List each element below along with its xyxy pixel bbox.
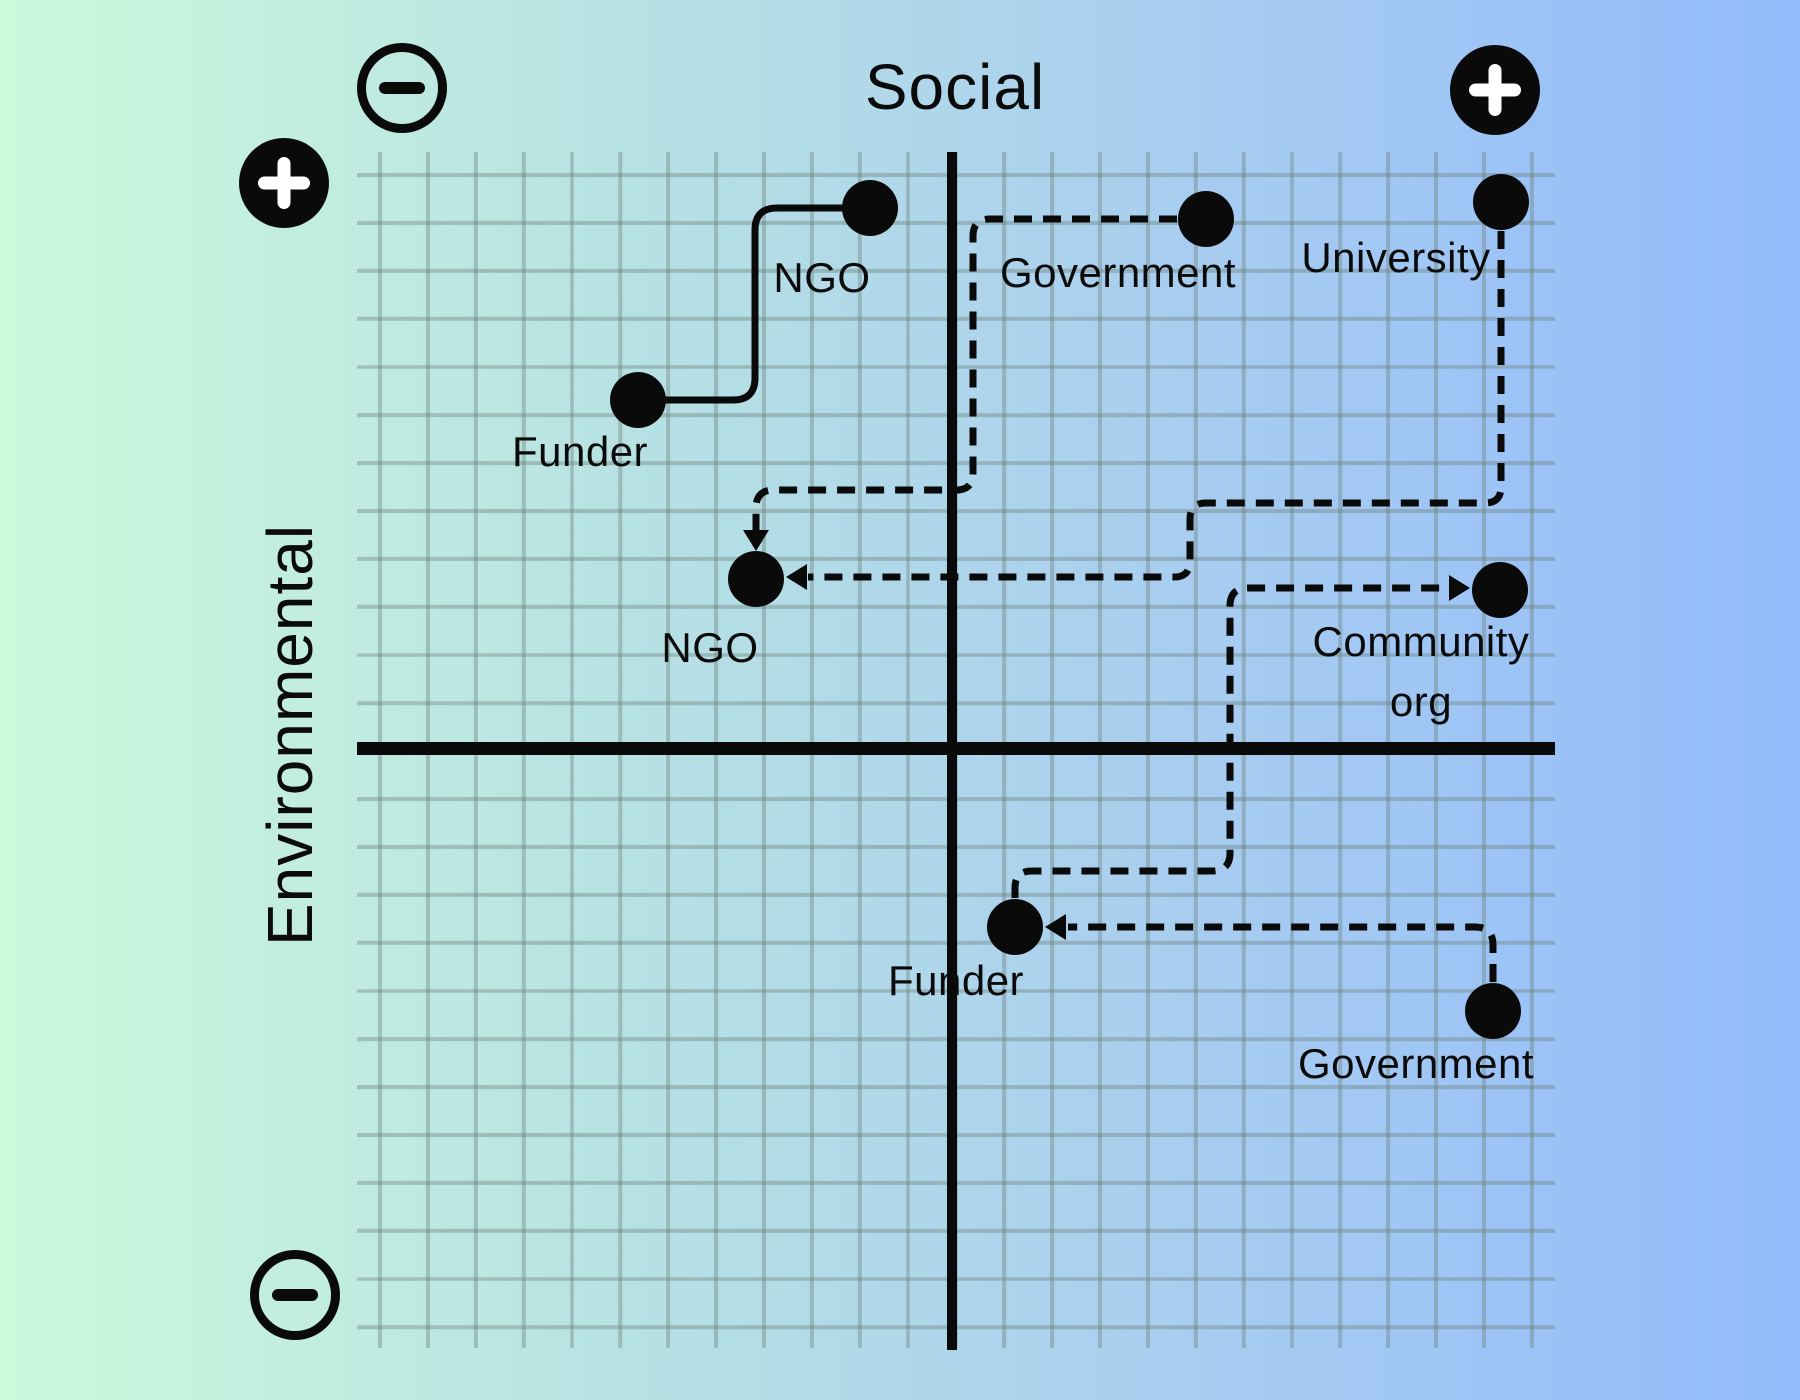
node-dot-funder-top[interactable]	[610, 372, 666, 428]
edge-funder-top-to-ngo-top	[638, 204, 843, 404]
edge-government-bottom-to-funder-bottom	[1068, 923, 1497, 982]
arrowhead-into-ngo-bottom	[786, 564, 807, 590]
node-dot-community-org[interactable]	[1472, 562, 1528, 618]
environmental-positive-plus-icon	[239, 138, 329, 228]
node-label-funder-bottom: Funder	[887, 957, 1025, 1004]
node-label-government-top: Government	[999, 249, 1237, 296]
arrowhead-into-ngo-bottom	[743, 530, 769, 551]
horizontal-axis-line	[357, 742, 1555, 755]
social-positive-plus-icon	[1450, 45, 1540, 135]
node-dot-university[interactable]	[1473, 174, 1529, 230]
edge-funder-bottom-to-community-org	[1011, 584, 1450, 898]
edge-university-to-ngo-bottom	[808, 231, 1505, 581]
social-negative-minus-icon	[357, 43, 447, 133]
node-label-ngo-bottom: NGO	[661, 624, 759, 671]
node-dot-funder-bottom[interactable]	[987, 899, 1043, 955]
social-axis-title: Social	[864, 51, 1046, 123]
environmental-negative-minus-icon	[250, 1250, 340, 1340]
arrowhead-into-community-org	[1449, 575, 1470, 601]
node-dot-ngo-bottom[interactable]	[728, 551, 784, 607]
node-dot-ngo-top[interactable]	[842, 180, 898, 236]
node-label-government-bottom: Government	[1297, 1040, 1535, 1087]
node-label-ngo-top: NGO	[773, 254, 871, 301]
node-label-funder-top: Funder	[511, 428, 649, 475]
node-dot-government-top[interactable]	[1178, 191, 1234, 247]
edge-government-top-to-ngo-bottom	[752, 215, 1177, 531]
arrowhead-into-funder-bottom	[1045, 914, 1066, 940]
node-dot-government-bottom[interactable]	[1465, 983, 1521, 1039]
node-label-university: University	[1301, 234, 1491, 281]
node-label-community-org: Community org	[1312, 618, 1530, 725]
